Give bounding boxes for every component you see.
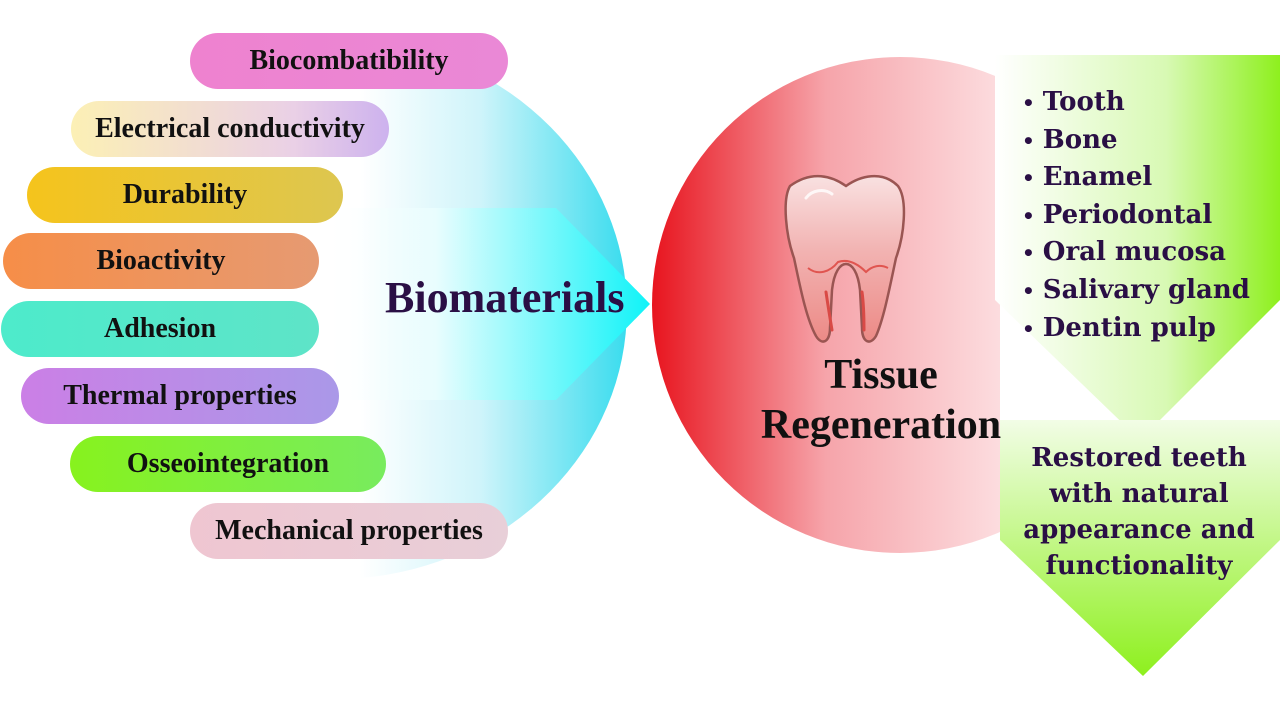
property-pill-adhesion: Adhesion	[1, 301, 319, 357]
bullet-icon: •	[1022, 166, 1035, 191]
property-label: Osseointegration	[126, 448, 330, 479]
property-label: Biocombatibility	[249, 45, 449, 76]
property-pill-mechanical-properties: Mechanical properties	[190, 503, 508, 559]
bullet-icon: •	[1022, 316, 1035, 341]
property-pill-osseointegration: Osseointegration	[70, 436, 386, 492]
property-label: Thermal properties	[63, 380, 297, 411]
property-pill-thermal-properties: Thermal properties	[21, 368, 339, 424]
tissue-types-list: •Tooth •Bone •Enamel •Periodontal •Oral …	[1022, 84, 1250, 347]
outcome-text: Restored teeth with natural appearance a…	[1023, 443, 1255, 581]
tissue-type-item: •Oral mucosa	[1022, 237, 1226, 268]
tissue-type-item: •Periodontal	[1022, 199, 1213, 230]
tissue-type-item: •Tooth	[1022, 87, 1125, 117]
property-pill-durability: Durability	[27, 167, 343, 223]
property-label: Mechanical properties	[215, 515, 483, 546]
tissue-label-line1: Tissue	[824, 352, 938, 398]
property-label: Adhesion	[103, 313, 217, 344]
property-pill-bioactivity: Bioactivity	[3, 233, 319, 289]
tissue-type-item: •Dentin pulp	[1022, 312, 1216, 343]
tissue-type-item: •Enamel	[1022, 162, 1153, 193]
tissue-type-item: •Salivary gland	[1022, 274, 1250, 305]
biomaterials-label: Biomaterials	[385, 273, 625, 322]
bullet-icon: •	[1022, 203, 1035, 228]
tissue-type-item: •Bone	[1022, 124, 1118, 155]
property-label: Bioactivity	[96, 245, 226, 276]
bullet-icon: •	[1022, 278, 1035, 303]
bullet-icon: •	[1022, 91, 1035, 115]
outcome-chevron	[1000, 420, 1280, 676]
biomaterials-arrow	[320, 208, 650, 400]
tissue-label-line2: Regeneration	[760, 402, 1002, 448]
property-label: Durability	[122, 179, 248, 210]
bullet-icon: •	[1022, 241, 1035, 266]
property-pill-biocombatibility: Biocombatibility	[190, 33, 508, 89]
tissue-regeneration-label: Tissue Regeneration	[750, 350, 1012, 450]
property-label: Electrical conductivity	[95, 113, 365, 144]
tissue-types-chevron	[995, 55, 1280, 440]
tooth-icon	[784, 174, 906, 343]
bullet-icon: •	[1022, 128, 1035, 153]
property-pill-electrical-conductivity: Electrical conductivity	[71, 101, 389, 157]
